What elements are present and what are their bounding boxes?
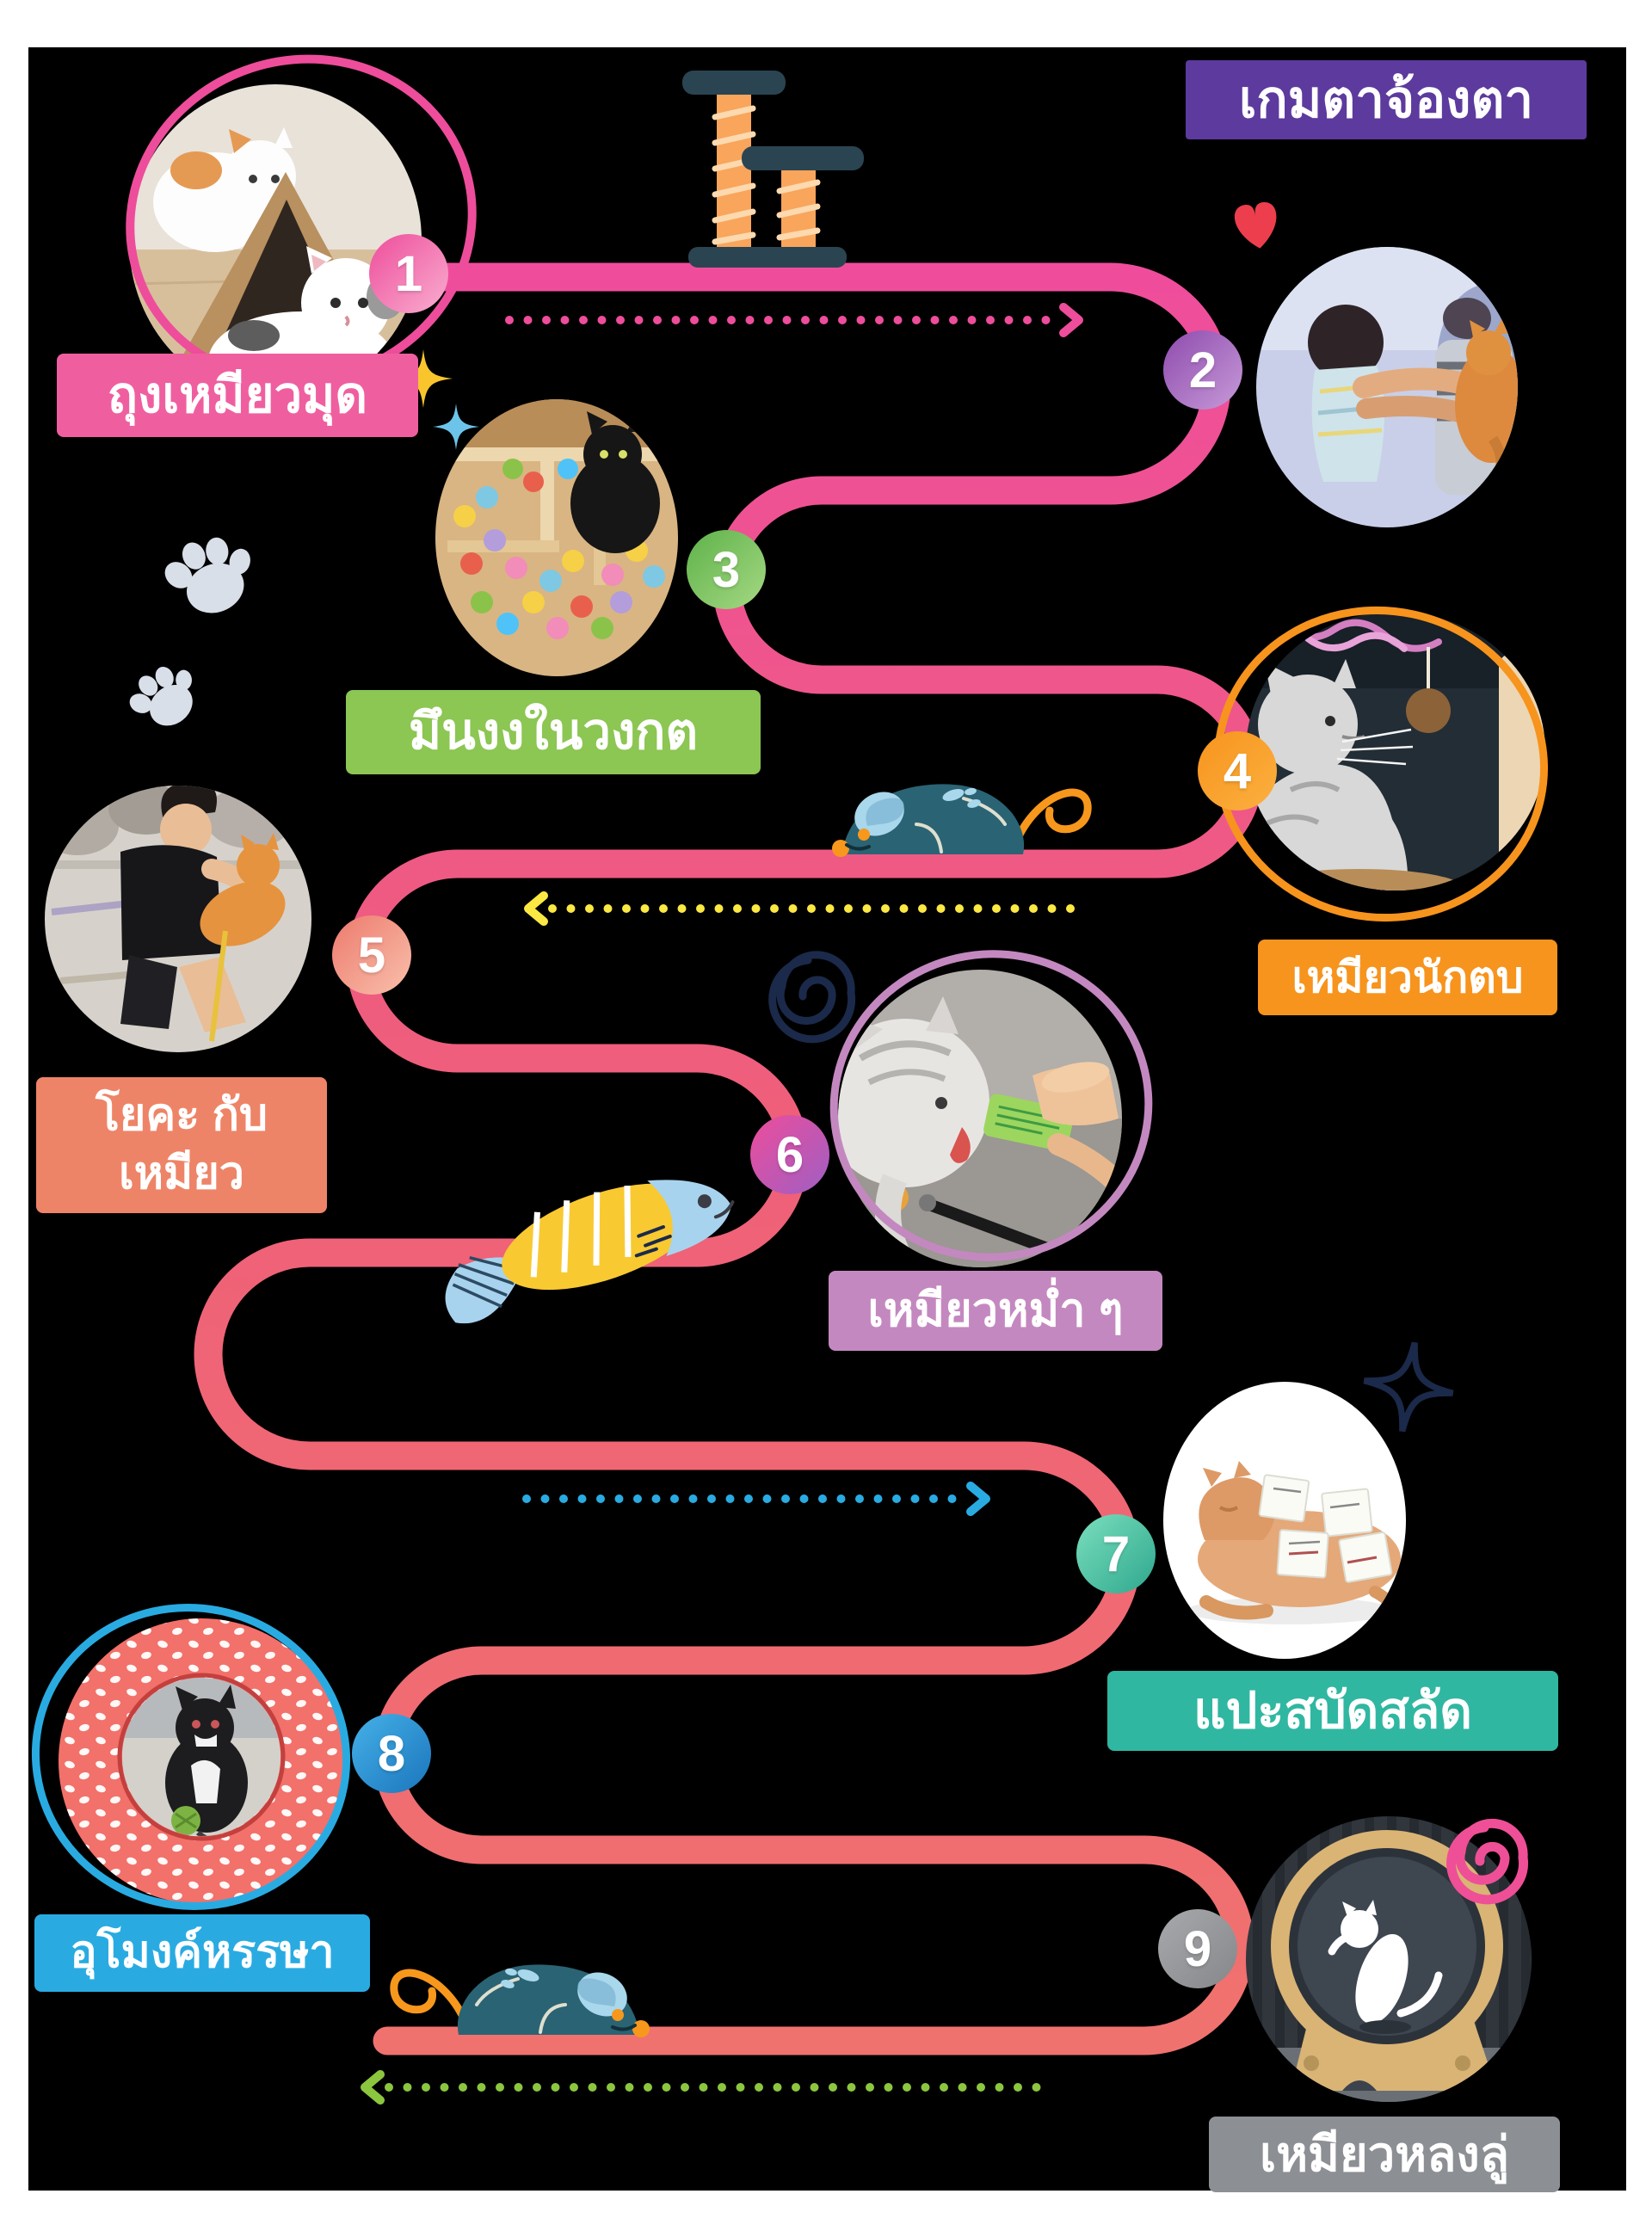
- station-number-text: 4: [1223, 743, 1252, 799]
- station-3-photo: [435, 399, 678, 676]
- station-6-label: เหมียวหม่ำ ๆ: [829, 1271, 1162, 1351]
- station-7-label: แปะสบัดสลัด: [1107, 1671, 1558, 1751]
- station-1-number: 1: [369, 234, 448, 313]
- arrow-station-6-to-7: [522, 1482, 990, 1516]
- station-9-photo: [1246, 1816, 1532, 2102]
- spiral-pink-icon: [1446, 1818, 1529, 1905]
- swirl-navy-icon: [768, 951, 856, 1044]
- arrow-station-9-to-end: [361, 2070, 1049, 2105]
- station-3-label: มึนงงในวงกต: [346, 690, 761, 774]
- station-number-text: 6: [775, 1126, 804, 1183]
- station-7-photo: [1163, 1382, 1406, 1659]
- station-5-label: โยคะ กับ เหมียว: [36, 1077, 327, 1213]
- station-1-label: ถุงเหมียวมุด: [57, 354, 418, 437]
- paw-print-icon: [152, 521, 270, 628]
- station-number-text: 2: [1188, 342, 1217, 398]
- station-8-label: อุโมงค์หรรษา: [34, 1914, 370, 1992]
- mouse-toy-icon: [832, 784, 1088, 857]
- sparkle-navy-icon: [1358, 1336, 1458, 1437]
- station-8-number: 8: [352, 1714, 431, 1793]
- station-number-text: 1: [394, 245, 423, 302]
- station-9-label: เหมียวหลงลู่: [1209, 2117, 1560, 2192]
- mouse-toy-icon-2: [394, 1964, 650, 2037]
- station-3-number: 3: [687, 530, 766, 609]
- heart-icon: [1234, 202, 1277, 249]
- station-number-text: 9: [1183, 1920, 1212, 1977]
- station-9-number: 9: [1158, 1909, 1237, 1988]
- station-2-photo: [1256, 247, 1518, 527]
- station-6-number: 6: [750, 1115, 829, 1194]
- station-4-number: 4: [1198, 731, 1277, 810]
- station-4-ring: [1214, 606, 1548, 922]
- station-2-label: เกมตาจ้องตา: [1186, 60, 1587, 139]
- paw-print-icon-2: [117, 650, 213, 743]
- station-4-label: เหมียวนักตบ: [1258, 940, 1557, 1015]
- fish-toy-icon: [445, 1180, 735, 1324]
- station-number-text: 5: [357, 927, 386, 983]
- station-number-text: 3: [712, 541, 741, 598]
- station-8-photo: [59, 1618, 344, 1904]
- station-6-ring: [829, 950, 1153, 1261]
- scratching-post-icon: [682, 71, 864, 268]
- station-5-number: 5: [332, 915, 411, 995]
- station-7-number: 7: [1076, 1514, 1156, 1593]
- arrow-station-4-to-5: [524, 891, 1076, 926]
- station-8-ring: [31, 1604, 351, 1910]
- station-2-number: 2: [1163, 330, 1242, 410]
- station-5-photo: [45, 786, 311, 1052]
- station-number-text: 7: [1101, 1525, 1131, 1582]
- arrow-station-1-to-2: [505, 303, 1083, 337]
- station-number-text: 8: [377, 1725, 406, 1782]
